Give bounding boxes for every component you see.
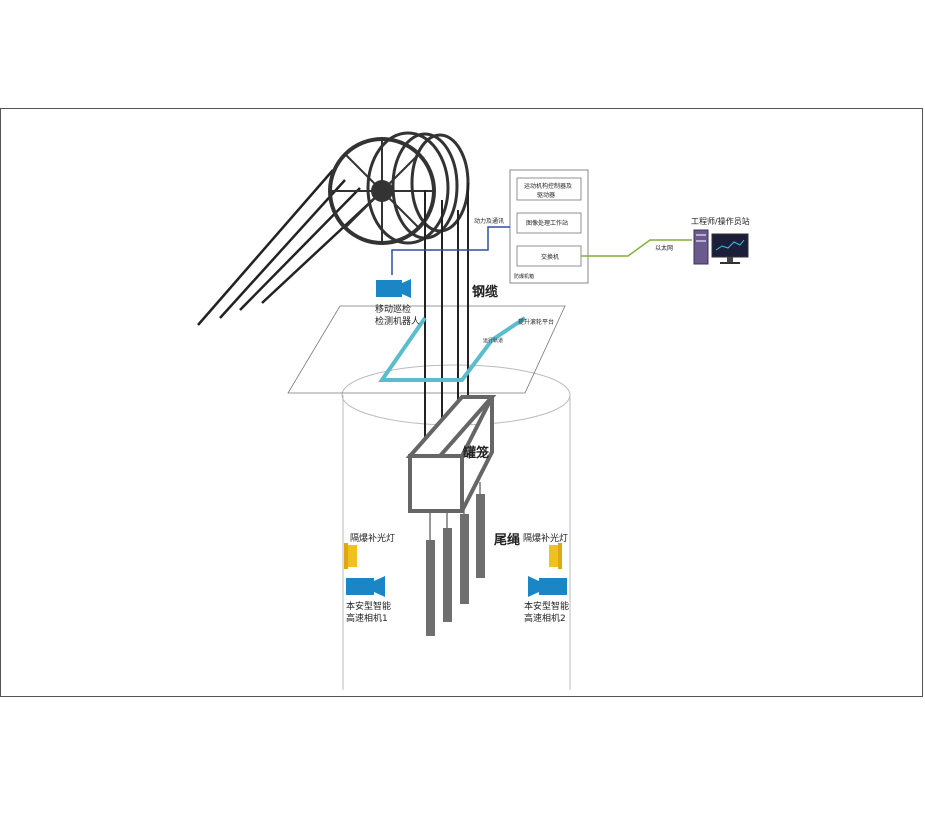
platform-label: 提升滚轮平台 (518, 318, 554, 326)
drive-cable-1 (197, 169, 334, 326)
tail-rope-1 (426, 540, 435, 636)
tail-ropes (426, 494, 485, 636)
tail-rope-3 (460, 514, 469, 604)
motion-controller-box (516, 177, 582, 201)
camera2-label-line2: 高速相机2 (524, 612, 566, 624)
drive-cables (197, 169, 379, 326)
lamp-icon-right (549, 543, 562, 569)
monitor-icon (711, 233, 749, 264)
cage (405, 395, 497, 513)
robot-label-line2: 检测机器人 (375, 315, 420, 327)
control-cabinet (509, 169, 589, 284)
tail-rope-4 (476, 494, 485, 578)
robot-label-line1: 移动巡检 (375, 303, 411, 315)
tail-rope-2 (443, 528, 452, 622)
lamp-left-label: 隔爆补光灯 (350, 532, 395, 544)
image-workstation-box (516, 212, 582, 234)
camera1-label-line1: 本安型智能 (346, 600, 391, 612)
robot-camera-icon (376, 279, 411, 298)
sheave-wheel-1 (328, 137, 436, 245)
drive-cable-3 (239, 187, 361, 311)
ethernet-label: 以太网 (655, 244, 673, 252)
track-rail (378, 316, 527, 382)
camera2-label-line1: 本安型智能 (524, 600, 569, 612)
shaft (341, 364, 571, 690)
cabinet-label: 防爆机箱 (514, 273, 534, 280)
motion-controller-label-line1: 运动机构控制器及 (524, 182, 572, 190)
camera1-label-line2: 高速相机1 (346, 612, 388, 624)
steel-cable-label: 钢缆 (472, 284, 498, 300)
sheave-wheels (328, 131, 470, 245)
camera-icon-left (346, 576, 385, 597)
engineer-station-label: 工程师/操作员站 (691, 216, 750, 226)
sheave-wheel-2 (366, 131, 450, 245)
tail-rope-label: 尾绳 (494, 532, 520, 548)
track-label: 运行轨道 (483, 337, 503, 344)
ethernet-line (581, 239, 692, 257)
lamp-icon-left (344, 543, 357, 569)
power-comm-line (391, 226, 510, 275)
cage-label: 罐笼 (462, 445, 489, 461)
platform-plane (287, 305, 566, 394)
switch-label: 交换机 (541, 253, 559, 261)
camera-icon-right (528, 576, 567, 597)
wheel-hub (371, 180, 393, 202)
steel-cables (424, 183, 469, 440)
lamp-right-label: 隔爆补光灯 (523, 532, 568, 544)
drive-cable-2 (219, 179, 346, 319)
power-comm-label: 动力及通讯 (474, 217, 504, 225)
computer-icon (693, 229, 709, 265)
image-workstation-label: 图像处理工作站 (526, 219, 568, 227)
sheave-wheel-4 (410, 133, 470, 233)
motion-controller-label-line2: 驱动器 (537, 192, 555, 199)
cage-front-face (408, 454, 464, 513)
